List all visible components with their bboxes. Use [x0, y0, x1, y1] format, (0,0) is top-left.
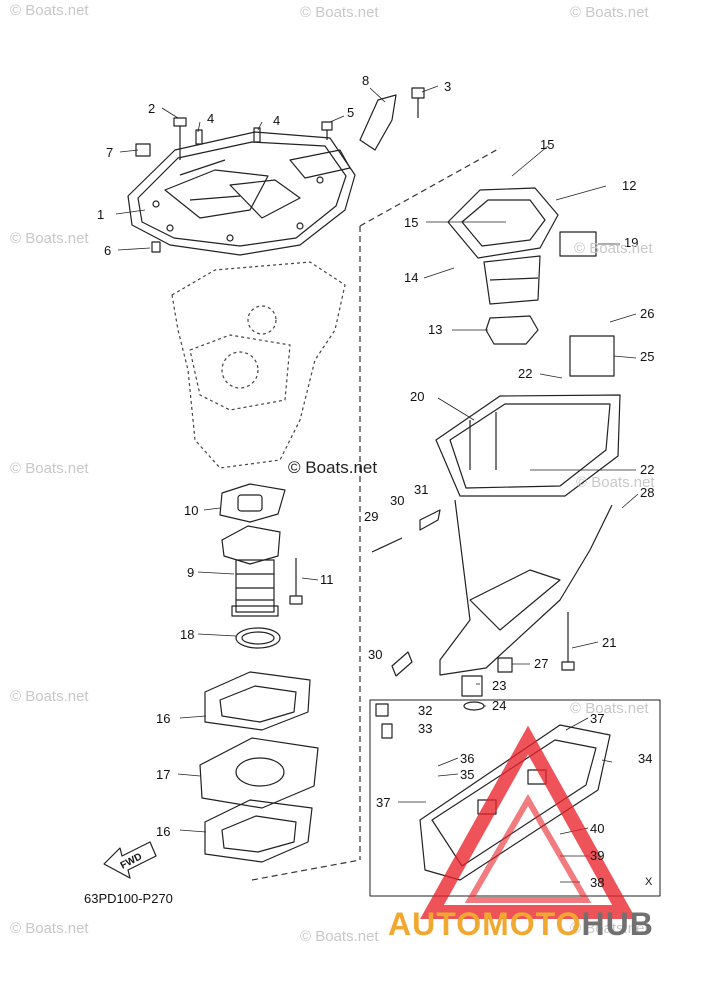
callout-39: 39 [590, 848, 605, 863]
callout-27: 27 [534, 656, 549, 671]
callout-4b: 4 [273, 113, 281, 128]
bolt-11 [289, 558, 303, 605]
callout-36: 36 [460, 751, 475, 766]
watermark: © Boats.net [570, 4, 649, 21]
callout-25: 25 [640, 349, 655, 364]
callout-13: 13 [428, 322, 443, 337]
cap-27 [497, 657, 513, 673]
callout-frame-lines [251, 147, 501, 881]
bolt-33 [381, 723, 393, 739]
watermark: © Boats.net [576, 474, 655, 491]
callout-17: 17 [156, 767, 171, 782]
callout-37a: 37 [590, 711, 605, 726]
callout-22a: 22 [518, 366, 533, 381]
callout-8: 8 [362, 73, 370, 88]
fwd-arrow-icon [103, 841, 157, 879]
seal-18 [235, 627, 281, 649]
callout-4a: 4 [207, 111, 215, 126]
watermark: © Boats.net [570, 700, 649, 717]
callout-38: 38 [590, 875, 605, 890]
pipe-30 [391, 651, 413, 677]
gasket-16-upper [204, 671, 311, 731]
rubber-mount-19 [559, 231, 597, 257]
callout-30a: 30 [390, 493, 405, 508]
callout-33: 33 [418, 721, 433, 736]
callout-6: 6 [104, 243, 112, 258]
gasket-10 [219, 483, 286, 523]
callout-34: 34 [638, 751, 653, 766]
callout-18: 18 [180, 627, 195, 642]
bracket-part [359, 94, 397, 151]
callout-15b: 15 [404, 215, 419, 230]
gasket-16-lower [204, 799, 313, 863]
callout-7: 7 [106, 145, 114, 160]
callout-19: 19 [624, 235, 639, 250]
callout-21: 21 [602, 635, 617, 650]
callout-11: 11 [320, 572, 334, 587]
part-code: 63PD100-P270 [84, 891, 173, 906]
callout-2: 2 [148, 101, 156, 116]
ring-24 [463, 701, 485, 711]
callout-10: 10 [184, 503, 199, 518]
watermark: © Boats.net [10, 920, 89, 937]
grommet-23 [461, 675, 483, 697]
callout-40: 40 [590, 821, 605, 836]
callout-23: 23 [492, 678, 507, 693]
center-watermark: © Boats.net [288, 458, 378, 477]
callout-30b: 30 [368, 647, 383, 662]
hose-31 [419, 509, 441, 531]
brand-part2: HUB [581, 906, 654, 942]
upper-casing-part [127, 131, 356, 256]
exhaust-manifold-part [221, 525, 281, 617]
watermark: © Boats.net [300, 928, 379, 945]
watermark: © Boats.net [574, 240, 653, 257]
lower-cover-34 [419, 724, 611, 881]
callout-5: 5 [347, 105, 355, 120]
callout-3: 3 [444, 79, 452, 94]
plate-25 [569, 335, 615, 377]
watermark: © Boats.net [10, 688, 89, 705]
callout-22b: 22 [640, 462, 655, 477]
watermark: © Boats.net [570, 920, 649, 937]
watermark: © Boats.net [10, 230, 89, 247]
brand-logo: AUTOMOTOHUB [388, 906, 654, 943]
watermark: © Boats.net [10, 2, 89, 19]
callout-28: 28 [640, 485, 655, 500]
callout-32: 32 [418, 703, 433, 718]
mount-bracket-12 [447, 187, 559, 305]
upper-casing-20 [435, 394, 621, 676]
callout-1: 1 [97, 207, 105, 222]
brand-logo-icon [420, 725, 636, 919]
callout-31: 31 [414, 482, 429, 497]
corner-mark: X [645, 876, 653, 888]
callout-35: 35 [460, 767, 475, 782]
bolt-21 [561, 612, 575, 671]
callout-20: 20 [410, 389, 425, 404]
callout-15a: 15 [540, 137, 555, 152]
bolt-parts [135, 87, 425, 253]
watermark: © Boats.net [300, 4, 379, 21]
gasket-17 [199, 737, 319, 809]
callout-14: 14 [404, 270, 419, 285]
clip-32 [375, 703, 389, 717]
seal-13 [485, 315, 539, 345]
callout-16a: 16 [156, 711, 171, 726]
brand-part1: AUTOMOTO [388, 906, 582, 942]
leader-lines [115, 85, 639, 883]
callout-26: 26 [640, 306, 655, 321]
engine-reference-outline [171, 261, 346, 469]
fitting-29 [371, 537, 403, 553]
callout-9: 9 [187, 565, 195, 580]
watermark: © Boats.net [10, 460, 89, 477]
callout-29: 29 [364, 509, 379, 524]
inset-box [369, 699, 661, 897]
callout-24: 24 [492, 698, 507, 713]
callout-12: 12 [622, 178, 637, 193]
callout-16b: 16 [156, 824, 171, 839]
callout-37b: 37 [376, 795, 391, 810]
